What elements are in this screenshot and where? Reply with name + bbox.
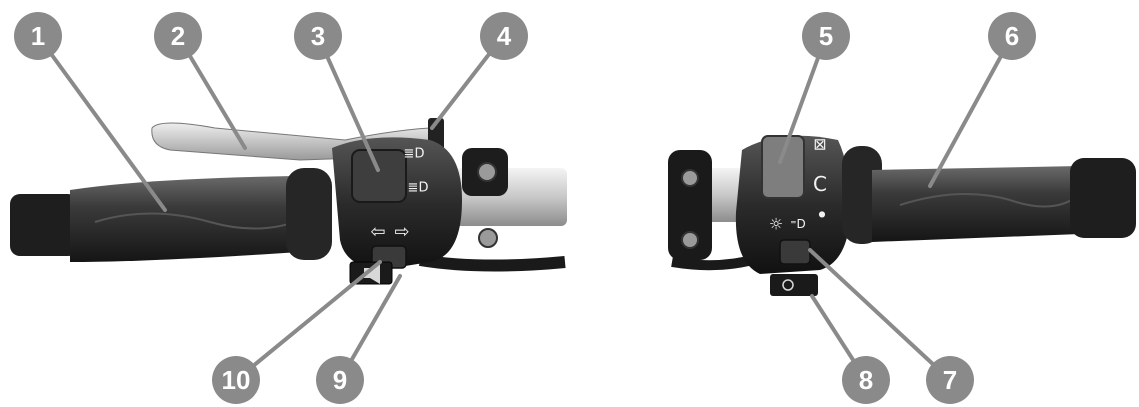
clamp-bolt-top — [477, 162, 497, 182]
turn-right-arrow-icon: ⇨ — [394, 222, 409, 243]
callout-9-label: 9 — [333, 365, 347, 395]
right-clamp-bolt-top — [681, 169, 699, 187]
callout-4-label: 4 — [497, 21, 512, 51]
clamp-bolt-bottom — [478, 228, 498, 248]
callout-2: 2 — [154, 12, 202, 60]
engine-off-icon: ⊠ — [813, 135, 826, 154]
leader-line-6 — [928, 34, 1014, 188]
left-grip-end — [10, 194, 78, 256]
right-handlebar-assembly: ⊠ C ☼ ⁼D ● — [668, 135, 1136, 296]
callout-8-label: 8 — [859, 365, 873, 395]
callout-3: 3 — [294, 12, 342, 60]
callout-7: 7 — [926, 356, 974, 404]
light-on-icon: ☼ — [769, 215, 783, 234]
callout-9-badge — [316, 356, 364, 404]
callout-10-badge — [212, 356, 260, 404]
right-grip-end — [1070, 158, 1136, 238]
callout-9: 9 — [316, 356, 364, 404]
callout-7-label: 7 — [943, 365, 957, 395]
leader-line-10 — [234, 260, 382, 382]
left-cable — [419, 254, 566, 272]
starter-button[interactable] — [770, 274, 818, 296]
callout-4-badge — [480, 12, 528, 60]
callout-1-badge — [14, 12, 62, 60]
parking-light-icon: ⁼D — [790, 217, 806, 231]
callout-3-badge — [294, 12, 342, 60]
leader-line-4 — [430, 38, 502, 130]
callout-8: 8 — [842, 356, 890, 404]
engine-stop-switch[interactable] — [761, 135, 805, 199]
callout-6-badge — [988, 12, 1036, 60]
right-lever-clamp — [668, 150, 712, 260]
callout-2-label: 2 — [171, 21, 185, 51]
right-clamp-bolt-bottom — [681, 231, 699, 249]
leader-line-7 — [808, 248, 952, 382]
callout-1: 1 — [14, 12, 62, 60]
callout-5-label: 5 — [819, 21, 833, 51]
callout-1-label: 1 — [31, 21, 45, 51]
callout-4: 4 — [480, 12, 528, 60]
callout-8-badge — [842, 356, 890, 404]
callout-5: 5 — [802, 12, 850, 60]
callout-3-label: 3 — [311, 21, 325, 51]
leader-line-1 — [36, 34, 167, 212]
low-beam-icon: ≣D — [408, 181, 429, 196]
callout-2-badge — [154, 12, 202, 60]
leader-lines — [36, 34, 1014, 382]
right-grip-ridge — [899, 193, 1076, 208]
left-handlebar-assembly: ≣D ≣D ⇦ ⇨ — [10, 118, 567, 285]
throttle-grip — [872, 166, 1080, 242]
callout-6: 6 — [988, 12, 1036, 60]
callout-7-badge — [926, 356, 974, 404]
high-beam-icon: ≣D — [404, 147, 425, 162]
light-switch[interactable] — [779, 239, 811, 265]
callout-10-label: 10 — [222, 365, 251, 395]
dimmer-switch[interactable] — [351, 149, 407, 203]
leader-line-3 — [316, 34, 380, 172]
turn-left-arrow-icon: ⇦ — [370, 222, 385, 243]
callout-6-label: 6 — [1005, 21, 1019, 51]
callout-5-badge — [802, 12, 850, 60]
left-grip-ridge — [94, 212, 301, 230]
left-grip-flange — [286, 168, 332, 260]
light-off-dot-icon: ● — [819, 210, 826, 219]
callout-10: 10 — [212, 356, 260, 404]
engine-run-icon: C — [813, 172, 827, 196]
starter-icon — [782, 279, 794, 291]
